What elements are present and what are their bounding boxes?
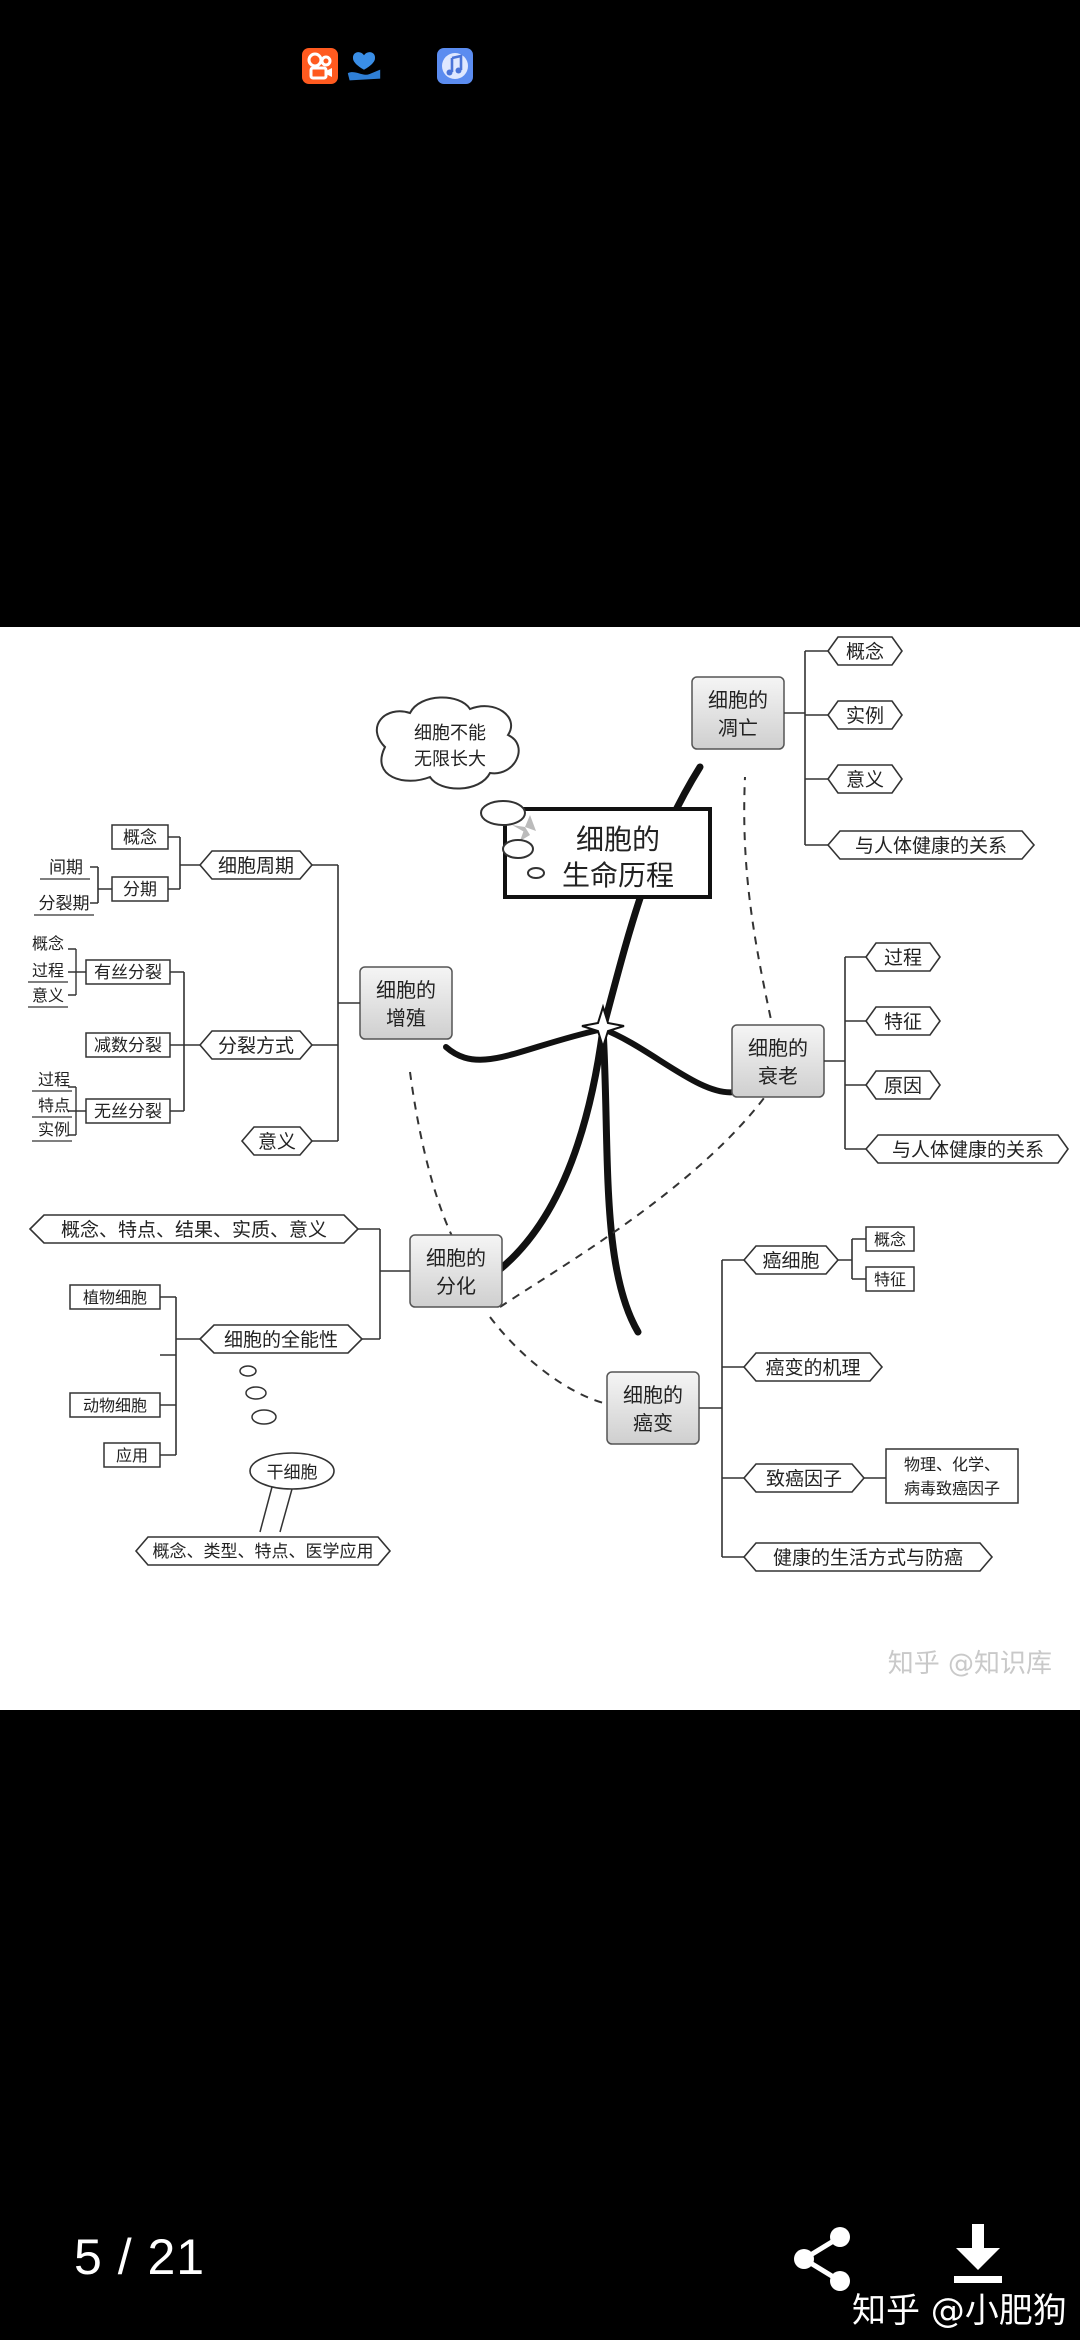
kuaishou-app-icon [302,48,338,84]
differentiation-label-line1: 细胞的 [426,1246,486,1270]
proliferation-division: 分裂方式 [218,1035,294,1057]
mind-map-image[interactable]: 细胞的 生命历程 细胞不能 无限长大 细胞的 凋亡 概念 实例 意义 与人体健康… [0,627,1080,1710]
branch-differentiation: 细胞的 分化 概念、特点、结果、实质、意义 细胞的全能性 植物细胞 动物细胞 应… [28,1214,503,1566]
cycle-item-phases: 分期 [123,880,157,900]
thought-bubble-line2: 无限长大 [414,749,486,770]
amitosis-process: 过程 [38,1070,70,1089]
division-meiosis: 减数分裂 [94,1036,162,1056]
apoptosis-label-line1: 细胞的 [708,688,768,712]
status-bar [0,0,1080,130]
amitosis-features: 特点 [38,1096,70,1115]
apoptosis-item-health: 与人体健康的关系 [855,835,1007,857]
apoptosis-item-example: 实例 [846,705,884,727]
cancer-label-line1: 细胞的 [623,1383,683,1407]
proliferation-cycle: 细胞周期 [218,855,294,877]
cancer-carcinogens: 致癌因子 [766,1468,842,1490]
apoptosis-label-line2: 凋亡 [718,716,758,740]
cancer-cell-features: 特征 [874,1270,906,1289]
branch-cancer: 细胞的 癌变 癌细胞 概念 特征 癌变的机理 致癌因子 物理、化学、 病毒致癌因… [606,1226,1019,1572]
aging-item-causes: 原因 [884,1075,922,1097]
proliferation-label-line1: 细胞的 [376,978,436,1002]
carcinogen-detail-line1: 物理、化学、 [904,1455,1000,1474]
share-button[interactable] [788,2225,860,2293]
thought-bubble-line1: 细胞不能 [414,723,486,744]
apoptosis-item-concept: 概念 [846,640,884,663]
center-title-line1: 细胞的 [576,823,660,856]
totipotency-animal: 动物细胞 [83,1396,147,1415]
music-app-icon [437,48,473,84]
division-amitosis: 无丝分裂 [94,1102,162,1122]
download-button[interactable] [950,2222,1006,2288]
proliferation-meaning: 意义 [258,1131,296,1153]
aging-item-health: 与人体健康的关系 [892,1139,1044,1161]
phase-division: 分裂期 [39,894,90,914]
division-mitosis: 有丝分裂 [94,963,162,983]
center-title-line2: 生命历程 [562,859,674,892]
hand-heart-app-icon [346,48,382,84]
carcinogen-detail-line2: 病毒致癌因子 [904,1479,1000,1498]
aging-item-process: 过程 [884,947,922,969]
cycle-item-concept: 概念 [123,827,157,848]
differentiation-totipotency: 细胞的全能性 [224,1329,338,1351]
mitosis-meaning: 意义 [32,986,64,1005]
download-icon [954,2224,1002,2283]
image-watermark: 知乎 @知识库 [888,1649,1052,1679]
mitosis-concept: 概念 [32,934,64,953]
mitosis-process: 过程 [32,961,64,980]
page-counter: 5 / 21 [74,2229,206,2285]
cancer-lifestyle: 健康的生活方式与防癌 [773,1547,963,1569]
cancer-label-line2: 癌变 [633,1411,673,1435]
branch-apoptosis: 细胞的 凋亡 概念 实例 意义 与人体健康的关系 [691,636,1036,860]
differentiation-label-line2: 分化 [436,1274,476,1298]
pinwheel-icon [512,815,536,841]
phase-interphase: 间期 [49,858,83,878]
amitosis-examples: 实例 [38,1120,70,1139]
cancer-cell: 癌细胞 [762,1250,819,1272]
proliferation-label-line2: 增殖 [386,1006,426,1030]
totipotency-application: 应用 [116,1446,148,1465]
branch-aging: 细胞的 衰老 过程 特征 原因 与人体健康的关系 [731,942,1069,1164]
zhihu-watermark: 知乎 @小肥狗 [852,2291,1067,2331]
center-node: 细胞的 生命历程 [503,807,712,1051]
differentiation-summary: 概念、特点、结果、实质、意义 [61,1218,327,1241]
aging-label-line2: 衰老 [758,1064,798,1088]
stem-cell: 干细胞 [267,1463,318,1483]
cancer-cell-concept: 概念 [874,1230,906,1249]
share-icon [794,2227,850,2291]
cancer-mechanism: 癌变的机理 [765,1357,860,1379]
star-icon [581,1003,625,1051]
totipotency-plant: 植物细胞 [83,1288,147,1307]
thought-bubble: 细胞不能 无限长大 [375,696,545,879]
apoptosis-item-meaning: 意义 [846,769,884,791]
branch-proliferation: 细胞的 增殖 细胞周期 概念 分期 间期 分裂期 分裂方式 有丝分裂 减数分裂 … [28,824,453,1156]
stem-cell-detail: 概念、类型、特点、医学应用 [153,1541,374,1562]
aging-item-features: 特征 [884,1011,922,1033]
aging-label-line1: 细胞的 [748,1036,808,1060]
